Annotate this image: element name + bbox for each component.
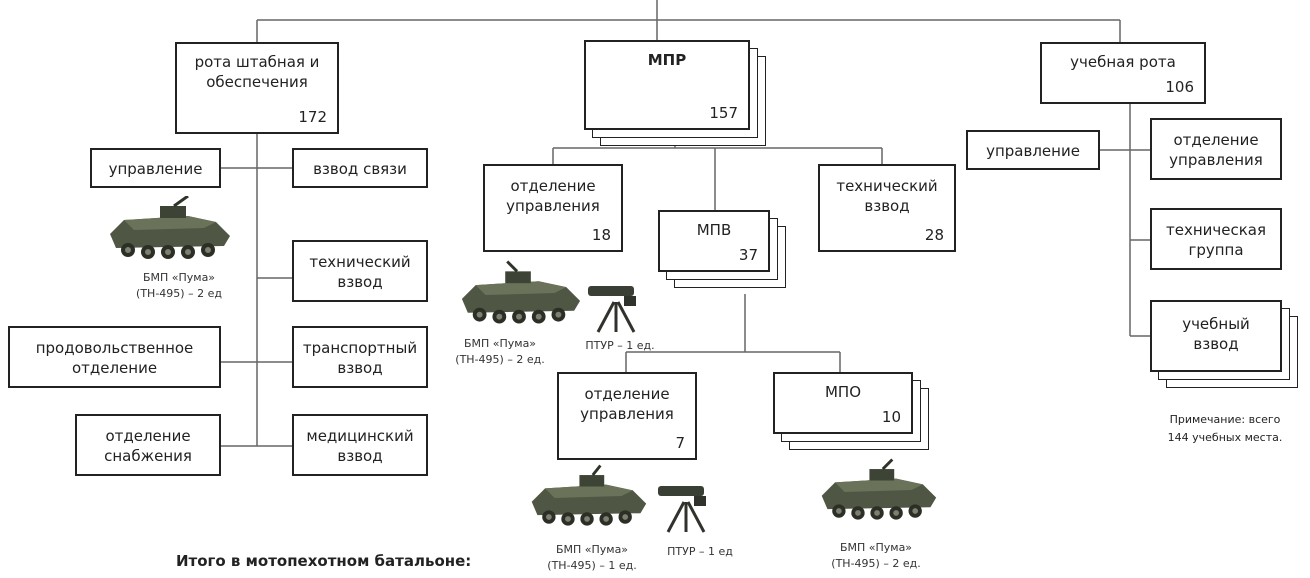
bmp-caption-mpo: БМП «Пума» (ТН-495) – 2 ед. [831,541,921,570]
bmp-caption-mpr: БМП «Пума» (ТН-495) – 2 ед. [455,337,545,366]
box-label: МПР [647,51,687,69]
bmp-puma-image-mpr [461,260,581,324]
note-text: Примечание: всего 144 учебных места. [1167,413,1283,444]
box-upravlenie-right: управление [966,130,1100,170]
box-label: учебная рота [1070,53,1176,71]
box-count: 157 [709,104,738,122]
box-vzvod-svyazi: взвод связи [292,148,428,188]
ptur-caption-mpr: ПТУР – 1 ед. [585,339,655,352]
box-transportny-vzvod: транспортный взвод [292,326,428,388]
box-label: управление [986,142,1080,160]
box-label: технический взвод [309,253,411,291]
box-otdel-upr-mpv: отделение управления 7 [557,372,697,460]
box-label: учебный взвод [1182,315,1250,353]
box-uchebnaya-rota: учебная рота 106 [1040,42,1206,104]
box-otdel-upr-mpr: отделение управления 18 [483,164,623,252]
ptur-launcher-image-mpr [588,286,636,333]
box-count: 37 [738,246,758,264]
ptur-caption-mpv: ПТУР – 1 ед [667,545,733,558]
box-label: отделение управления [506,177,600,215]
ptur-launcher-image-mpv [658,486,706,533]
box-label: МПО [824,383,862,401]
box-label: техническая группа [1165,221,1266,259]
box-label: медицинский взвод [306,427,414,465]
box-label: МПВ [696,221,732,239]
box-label: продовольственное отделение [35,339,194,377]
box-tekh-gruppa: техническая группа [1150,208,1282,270]
box-otdel-snabzheniya: отделение снабжения [75,414,221,476]
box-label: отделение управления [580,385,674,423]
box-count: 10 [881,408,901,426]
box-label: технический взвод [836,177,938,215]
box-label: отделение снабжения [104,427,192,465]
box-count: 28 [924,226,944,244]
box-mpr: МПР 157 [584,40,750,130]
total-label: Итого в мотопехотном батальоне: [176,552,472,570]
box-label: отделение управления [1169,131,1263,169]
box-mpo: МПО 10 [773,372,913,434]
box-prodovolstvennoe: продовольственное отделение [8,326,221,388]
box-tekh-vzvod-left: технический взвод [292,240,428,302]
box-count: 106 [1165,78,1194,96]
box-label: транспортный взвод [302,339,418,377]
box-otdel-upr-right: отделение управления [1150,118,1282,180]
box-rota-shtabnaya: рота штабная и обеспечения 172 [175,42,339,134]
box-uchebny-vzvod: учебный взвод [1150,300,1282,372]
box-label: взвод связи [313,160,407,178]
box-label: управление [108,160,203,178]
bmp-caption-mpv: БМП «Пума» (ТН-495) – 1 ед. [547,543,637,572]
box-count: 7 [675,434,685,452]
bmp-puma-image-mpo [821,458,937,520]
box-count: 172 [298,108,327,126]
bmp-puma-image-mpv [531,464,647,526]
bmp-puma-image-left [110,196,230,259]
box-mpv: МПВ 37 [658,210,770,272]
box-tekh-vzvod-mpr: технический взвод 28 [818,164,956,252]
bmp-caption-left: БМП «Пума» (ТН-495) – 2 ед [136,271,222,300]
box-label: рота штабная и обеспечения [194,53,320,91]
box-upravlenie-left: управление [90,148,221,188]
box-count: 18 [591,226,611,244]
box-med-vzvod: медицинский взвод [292,414,428,476]
